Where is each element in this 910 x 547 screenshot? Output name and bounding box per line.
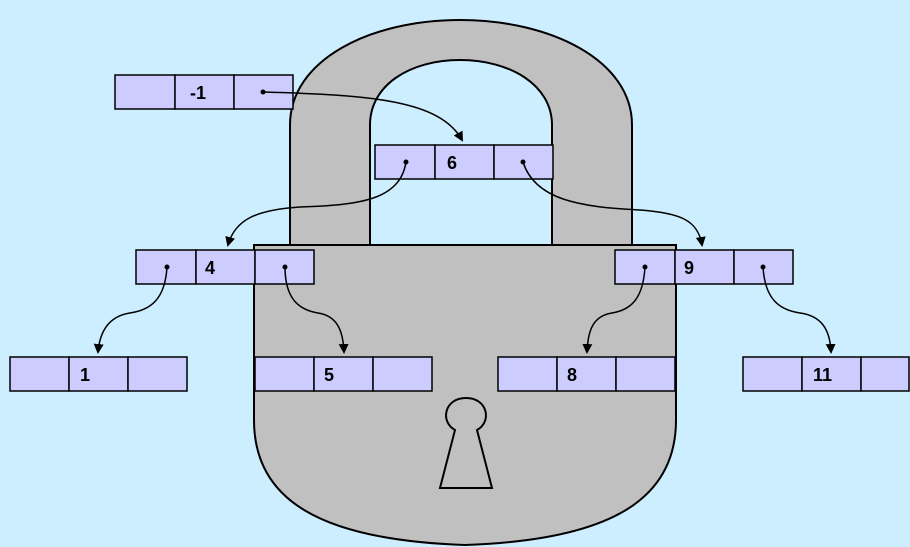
keyhole-icon — [438, 396, 494, 489]
node-value-8: 8 — [567, 365, 577, 385]
arrow-6-to-4 — [225, 161, 407, 247]
node-value-1: 1 — [80, 365, 90, 385]
node-11: 11 — [742, 356, 910, 392]
node-8: 8 — [497, 356, 676, 392]
padlock-icon — [253, 244, 677, 547]
arrow-9-to-11 — [762, 266, 836, 354]
node-6: 6 — [374, 144, 554, 180]
arrow-4-to-5 — [284, 266, 349, 354]
node-value-6: 6 — [447, 153, 457, 173]
arrow-head-to-6 — [262, 91, 463, 142]
arrow-4-to-1 — [93, 266, 168, 354]
node-1: 1 — [9, 356, 188, 392]
arrow-6-to-9 — [522, 161, 706, 247]
node-value-head: -1 — [190, 83, 206, 103]
node-value-5: 5 — [324, 365, 334, 385]
padlock-shackle — [289, 18, 633, 251]
arrow-9-to-8 — [582, 266, 646, 354]
node-value-11: 11 — [813, 365, 832, 385]
node-value-9: 9 — [684, 258, 694, 278]
node-4: 4 — [135, 249, 315, 285]
node-5: 5 — [254, 356, 433, 392]
node-9: 9 — [614, 249, 794, 285]
node-value-4: 4 — [205, 258, 215, 278]
